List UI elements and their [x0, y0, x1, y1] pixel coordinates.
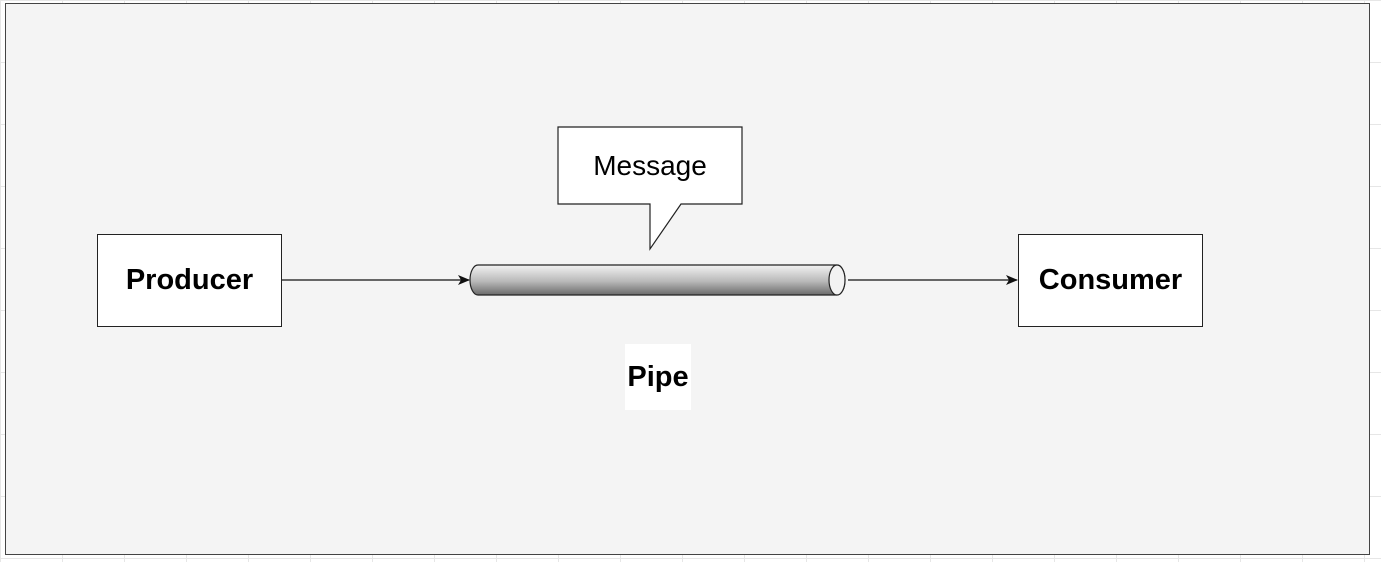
consumer-node[interactable]: Consumer — [1018, 234, 1203, 327]
message-label: Message — [593, 149, 707, 181]
producer-label: Producer — [125, 264, 254, 296]
pipe-label-box: Pipe — [625, 344, 691, 410]
pipe-shape[interactable] — [469, 264, 846, 296]
producer-node[interactable]: Producer — [97, 234, 282, 327]
consumer-label: Consumer — [1038, 264, 1183, 296]
pipe-label: Pipe — [627, 360, 689, 393]
message-callout: Message — [558, 127, 742, 204]
message-callout-shape[interactable] — [557, 126, 743, 251]
